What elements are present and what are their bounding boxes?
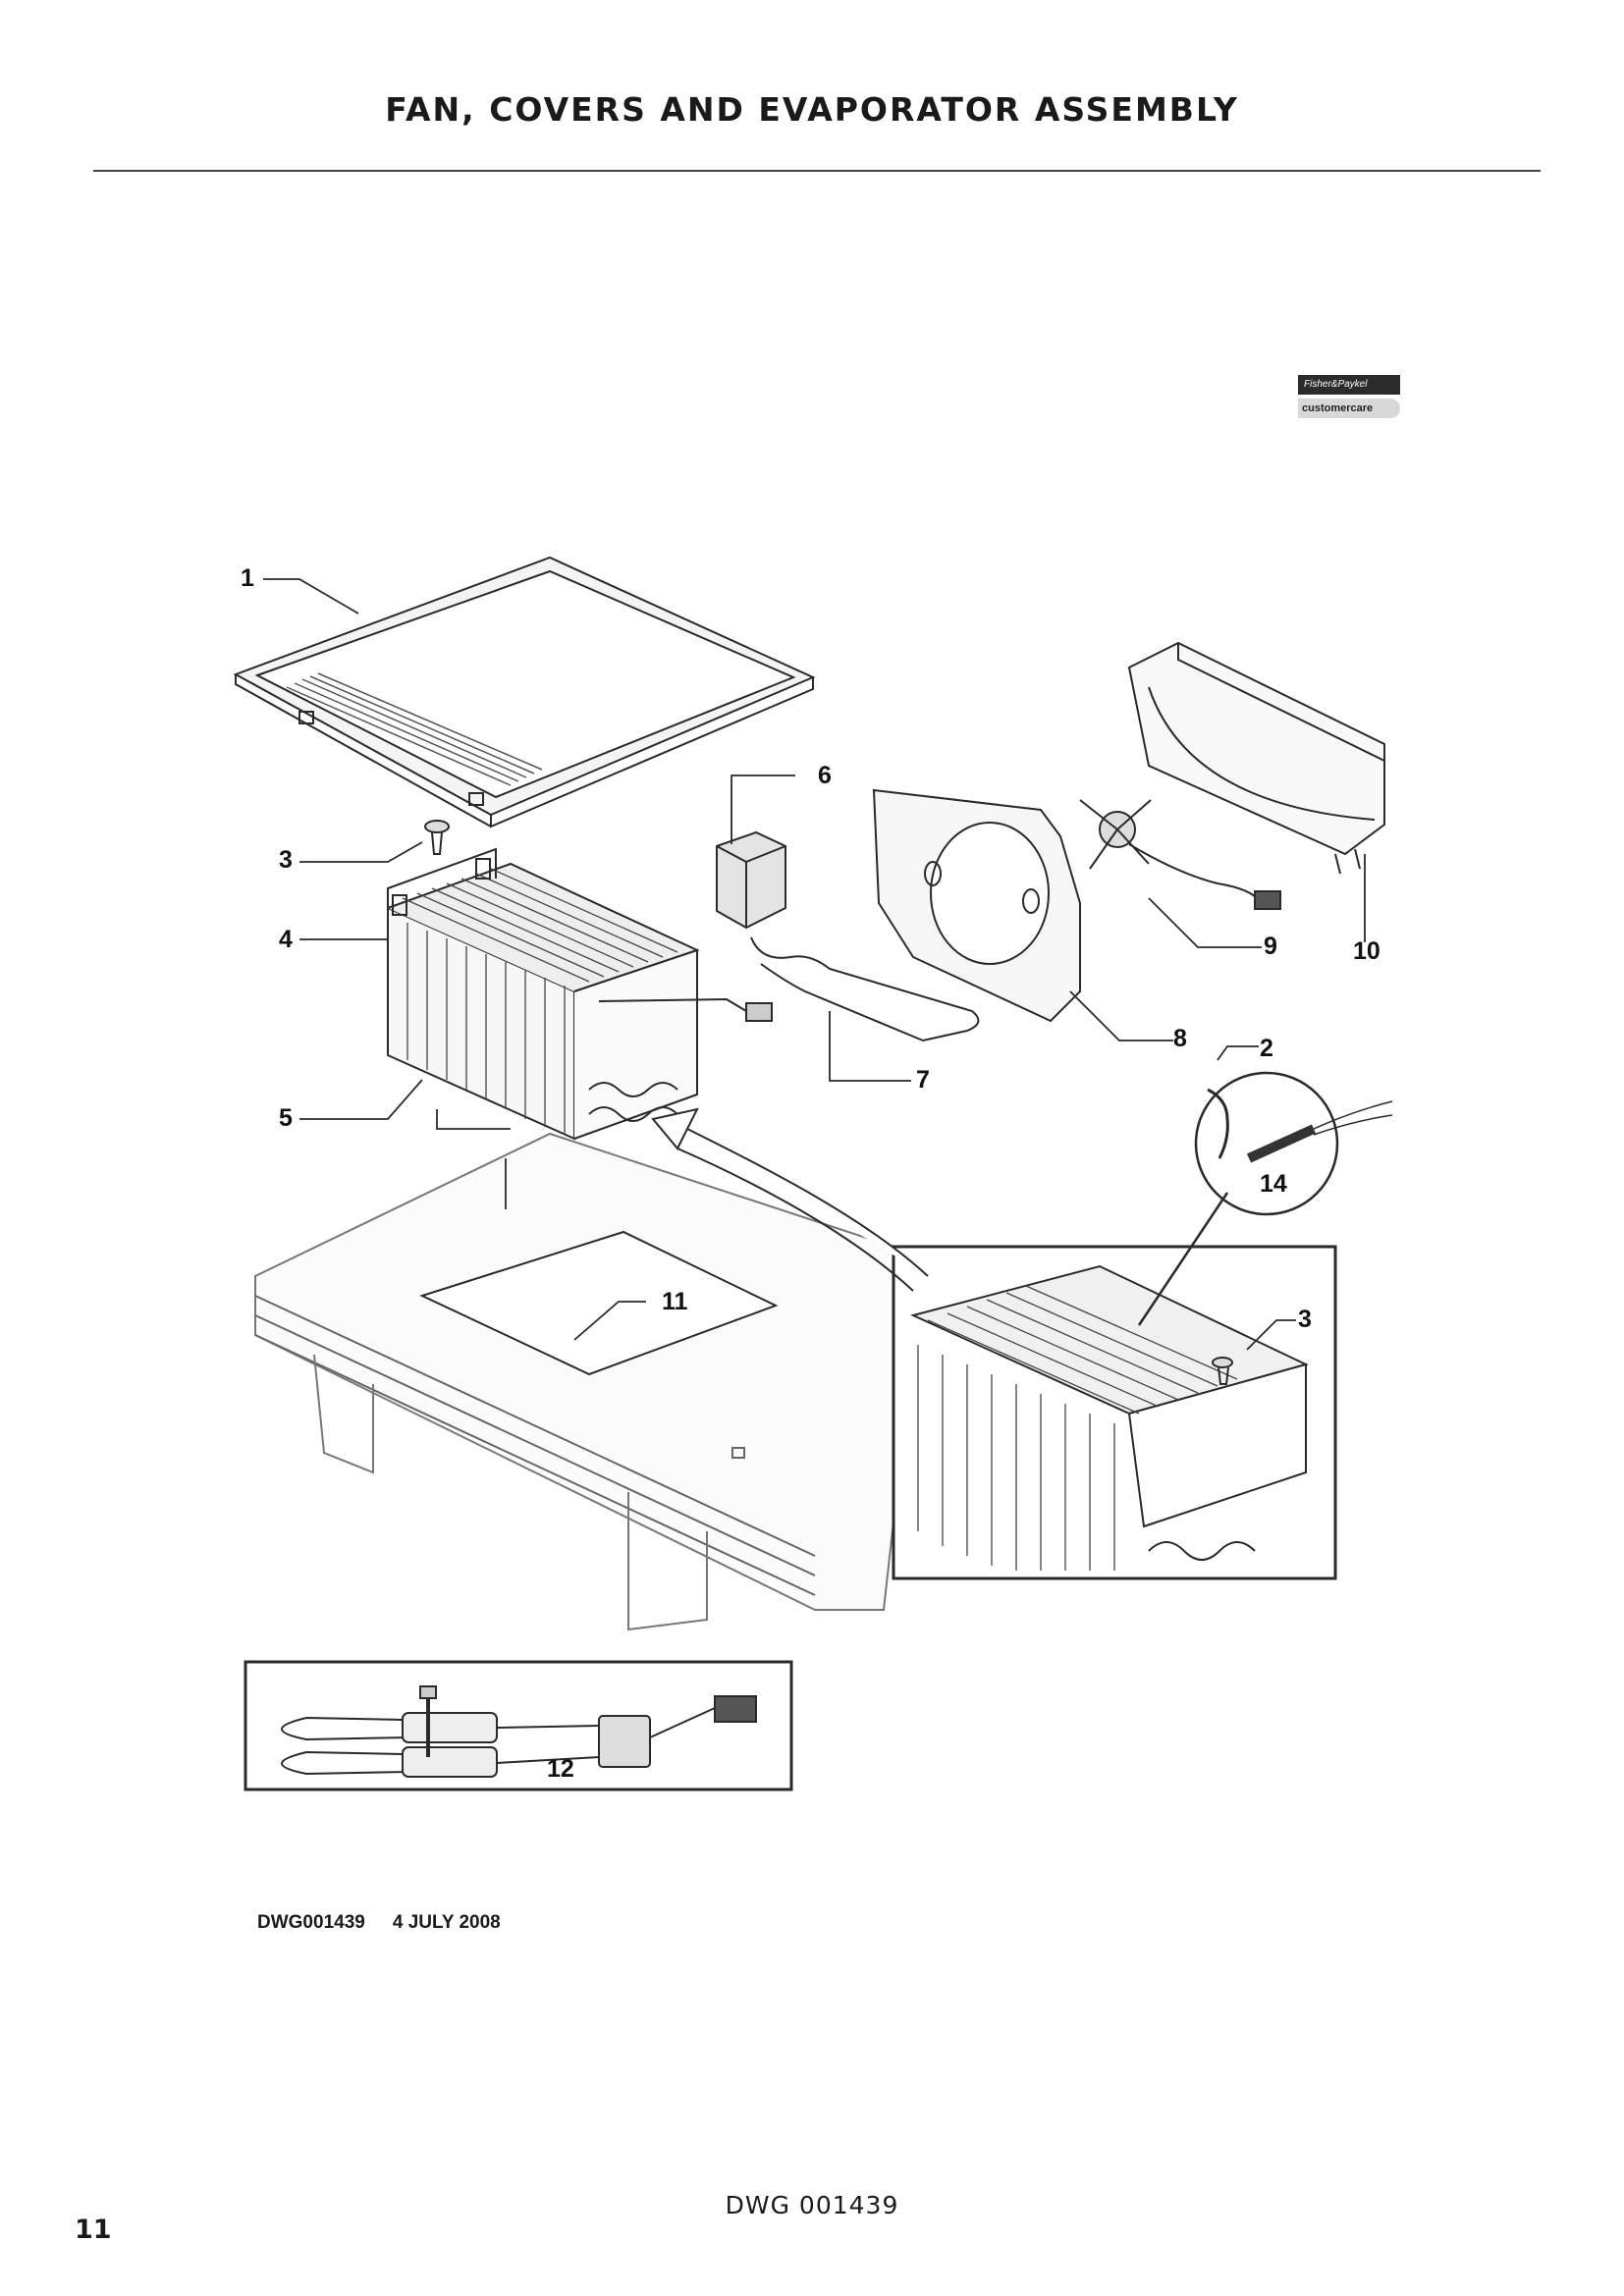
- callout-14: 14: [1260, 1170, 1287, 1198]
- insert-magnified-evaporator: [892, 1245, 1337, 1580]
- page-number: 11: [75, 2215, 112, 2245]
- callout-8: 8: [1173, 1025, 1187, 1052]
- callout-10: 10: [1353, 937, 1380, 965]
- part-12-harness-insert: [244, 1660, 793, 1791]
- part-10-fan-housing: [1127, 641, 1385, 875]
- callout-9: 9: [1264, 933, 1277, 960]
- drawing-number: DWG001439: [257, 1912, 365, 1933]
- callout-2: 2: [1260, 1035, 1273, 1062]
- drawing-reference: DWG001439 4 JULY 2008: [257, 1912, 501, 1934]
- insertion-arrow: [651, 1107, 929, 1292]
- callout-5: 5: [279, 1104, 293, 1132]
- callout-6: 6: [818, 762, 832, 789]
- callout-4: 4: [279, 926, 293, 953]
- callout-3: 3: [279, 846, 293, 874]
- part-2-sensor: [1207, 1088, 1229, 1159]
- drawing-date: 4 JULY 2008: [392, 1912, 501, 1933]
- title-divider: [93, 170, 1541, 172]
- callout-12: 12: [547, 1755, 574, 1783]
- leader-lines: [263, 578, 1366, 1351]
- footer-drawing-number: DWG 001439: [725, 2191, 899, 2219]
- part-8-fan-cover: [872, 788, 1081, 1023]
- logo-brand: Fisher&Paykel: [1298, 375, 1400, 395]
- part-6-defrost-heater: [716, 830, 980, 1042]
- part-9-fan-motor: [1079, 799, 1281, 910]
- part-11-cabinet: [254, 1132, 925, 1631]
- part-5-evaporator: [387, 862, 773, 1141]
- part-14-sensor-detail: [1137, 1071, 1393, 1326]
- part-4-bracket: [387, 847, 497, 918]
- callout-11: 11: [662, 1288, 688, 1315]
- logo-care: customercare: [1298, 399, 1400, 418]
- callout-3-insert: 3: [1298, 1306, 1312, 1333]
- part-3-screw: [424, 820, 450, 855]
- callout-1: 1: [241, 564, 254, 592]
- page-title: FAN, COVERS AND EVAPORATOR ASSEMBLY: [385, 90, 1239, 129]
- part-1-top-cover: [233, 556, 816, 828]
- fisher-paykel-logo: Fisher&Paykel customercare: [1298, 375, 1400, 420]
- callout-7: 7: [916, 1066, 930, 1094]
